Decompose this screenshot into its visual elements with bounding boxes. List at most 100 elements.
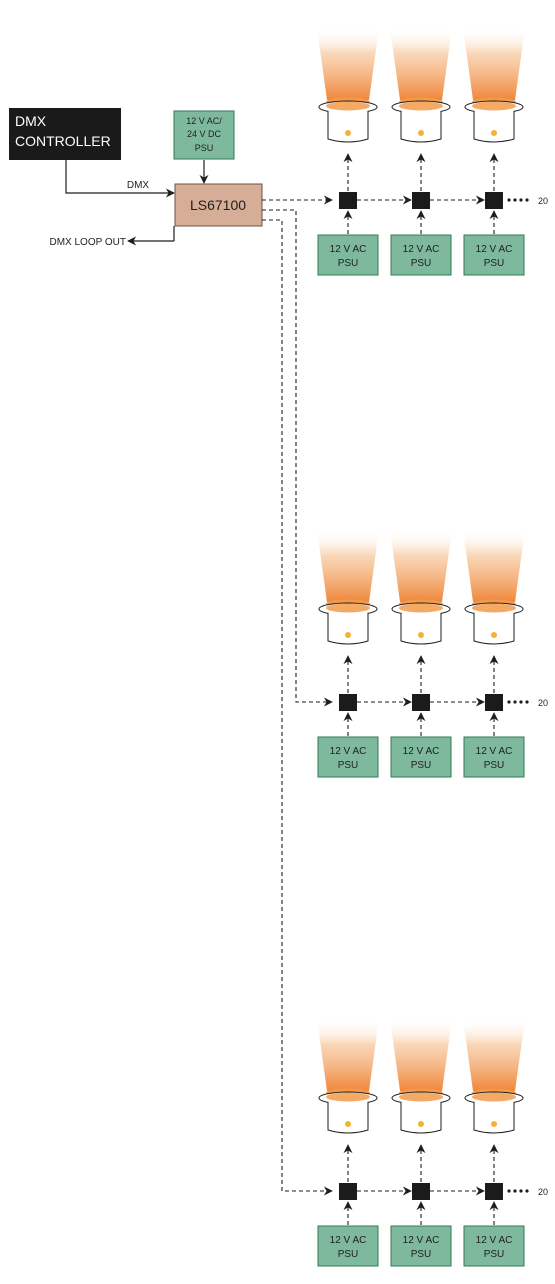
psu-box [317, 1225, 379, 1267]
fixture-lens [326, 101, 370, 111]
fixture-led-dot [418, 130, 424, 136]
psu-box [317, 736, 379, 778]
light-beam [390, 1019, 452, 1091]
ls67100-driver-box: LS67100 [174, 183, 263, 227]
connection-node [485, 1183, 503, 1200]
psu-line2: PSU [411, 1249, 432, 1260]
psu-box [463, 1225, 525, 1267]
fixture-count-label: 20 [538, 196, 548, 206]
psu-line2: PSU [484, 1249, 505, 1260]
continuation-dot [525, 700, 529, 704]
fixture-column: 12 V AC PSU [463, 530, 525, 778]
fixture-lens [472, 1092, 516, 1102]
fixture-led-dot [345, 1121, 351, 1127]
fixture-body [473, 111, 515, 143]
light-beam [390, 28, 452, 100]
fixture-body [327, 613, 369, 645]
continuation-dot [507, 198, 511, 202]
continuation-dot [507, 1189, 511, 1193]
light-beam [463, 28, 525, 100]
fixture-led-dot [491, 130, 497, 136]
psu-line2: PSU [338, 760, 359, 771]
psu-line1: 12 V AC [476, 1235, 513, 1246]
light-beam [317, 1019, 379, 1091]
psu-box [317, 234, 379, 276]
light-beam [317, 28, 379, 100]
driver-psu-line1: 12 V AC/ [186, 116, 222, 126]
fixture-lens [326, 603, 370, 613]
driver-psu-line2: 24 V DC [187, 129, 222, 139]
connection-node [339, 1183, 357, 1200]
fixture-led-dot [491, 632, 497, 638]
fixture-column: 12 V AC PSU [317, 28, 379, 276]
fixture-lens [399, 1092, 443, 1102]
light-beam [463, 1019, 525, 1091]
light-beam [390, 530, 452, 602]
dmx-label: DMX [127, 180, 150, 191]
connection-node [339, 192, 357, 209]
continuation-dot [513, 198, 517, 202]
driver-label: LS67100 [190, 197, 246, 213]
connection-node [339, 694, 357, 711]
connection-node [412, 192, 430, 209]
psu-line1: 12 V AC [330, 1235, 367, 1246]
psu-line1: 12 V AC [476, 746, 513, 757]
continuation-dot [519, 700, 523, 704]
fixture-lens [399, 603, 443, 613]
psu-line2: PSU [411, 760, 432, 771]
psu-box [390, 736, 452, 778]
fixture-led-dot [491, 1121, 497, 1127]
psu-line1: 12 V AC [330, 244, 367, 255]
psu-line1: 12 V AC [403, 746, 440, 757]
continuation-dot [513, 1189, 517, 1193]
fixture-column: 12 V AC PSU [317, 530, 379, 778]
psu-box [390, 234, 452, 276]
fixture-body [327, 111, 369, 143]
controller-line2: CONTROLLER [15, 133, 111, 149]
connection-node [485, 192, 503, 209]
fixture-count-label: 20 [538, 698, 548, 708]
fixture-lens [399, 101, 443, 111]
psu-box [463, 736, 525, 778]
fixture-body [400, 613, 442, 645]
psu-line2: PSU [484, 760, 505, 771]
fixture-body [473, 1102, 515, 1134]
psu-line2: PSU [338, 258, 359, 269]
continuation-dot [513, 700, 517, 704]
psu-line1: 12 V AC [330, 746, 367, 757]
fixture-led-dot [345, 632, 351, 638]
fixture-body [400, 1102, 442, 1134]
fixture-lens [472, 101, 516, 111]
dmx-input-line [65, 160, 175, 198]
psu-line1: 12 V AC [476, 244, 513, 255]
continuation-dot [525, 198, 529, 202]
fixture-column: 12 V AC PSU [390, 530, 452, 778]
fixture-body [473, 613, 515, 645]
continuation-dot [519, 198, 523, 202]
fixture-body [400, 111, 442, 143]
psu-line2: PSU [484, 258, 505, 269]
dmx-loop-out-label: DMX LOOP OUT [50, 237, 127, 248]
controller-line1: DMX [15, 113, 47, 129]
dmx-controller-box: DMX CONTROLLER [9, 108, 121, 160]
fixture-count-label: 20 [538, 1187, 548, 1197]
fixture-lens [472, 603, 516, 613]
fixture-column: 12 V AC PSU [463, 1019, 525, 1267]
fixture-column: 12 V AC PSU [463, 28, 525, 276]
output-line-3 [262, 219, 333, 1196]
driver-psu-line3: PSU [195, 143, 214, 153]
fixture-led-dot [418, 632, 424, 638]
continuation-dot [525, 1189, 529, 1193]
psu-box [463, 234, 525, 276]
light-beam [317, 530, 379, 602]
psu-box [390, 1225, 452, 1267]
light-beam [463, 530, 525, 602]
fixture-lens [326, 1092, 370, 1102]
connection-node [412, 694, 430, 711]
fixture-led-dot [345, 130, 351, 136]
